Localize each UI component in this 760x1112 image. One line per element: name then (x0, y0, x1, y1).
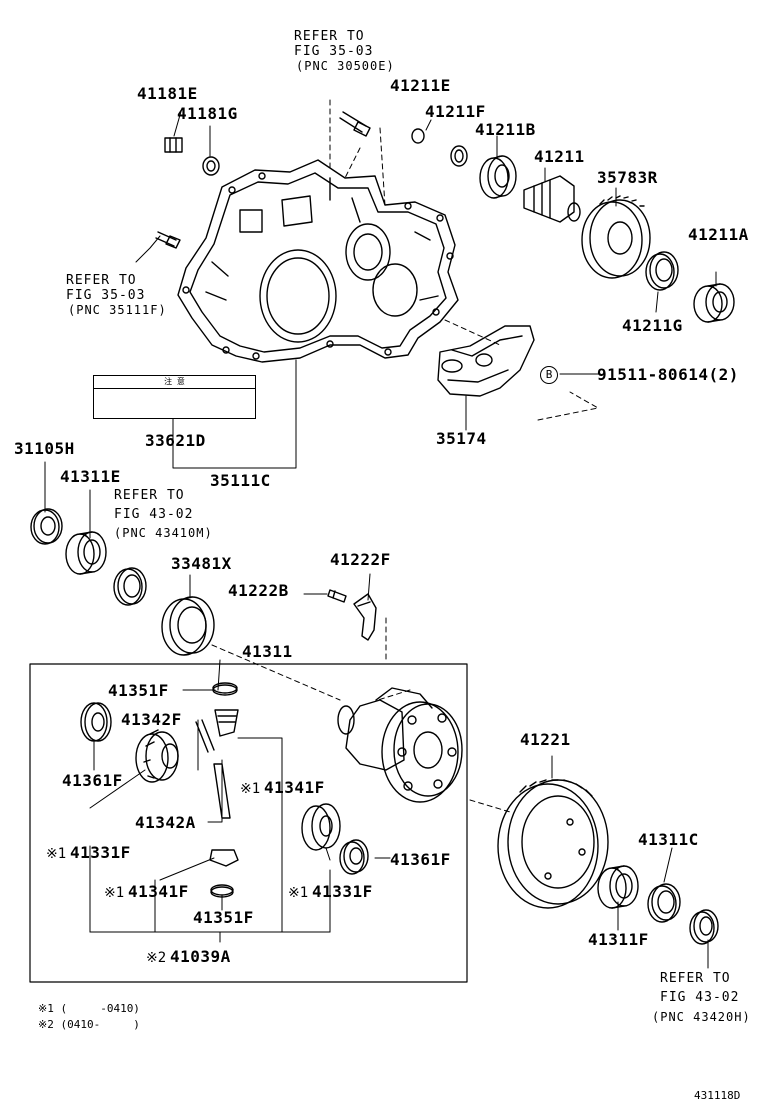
plug-41211e (411, 128, 425, 144)
label-41211e: 41211E (390, 76, 451, 95)
label-41311: 41311 (242, 642, 293, 661)
bolt-41181e (164, 137, 183, 153)
seal-41311c (647, 883, 681, 923)
washer-41181g (202, 156, 220, 176)
ref-top-line3: (PNC 30500E) (296, 59, 395, 73)
label-41222f: 41222F (330, 550, 391, 569)
ref-left-line1: REFER TO (66, 273, 137, 288)
mark-1-c: ※1 (104, 885, 125, 901)
ref-bottom-line3: (PNC 43420H) (652, 1010, 751, 1024)
label-41311f: 41311F (588, 930, 649, 949)
bearing-41211a (693, 283, 735, 323)
pinion-41341f-a (214, 709, 239, 737)
mark-b: B (540, 366, 558, 384)
bolt-left (155, 231, 181, 249)
label-41181e: 41181E (137, 84, 198, 103)
ref-mid-line1: REFER TO (114, 488, 185, 503)
label-41222b: 41222B (228, 581, 289, 600)
plate-divider (94, 388, 255, 389)
diff-case-41311 (337, 687, 463, 803)
label-41341f-a: 41341F (264, 778, 325, 797)
label-41311c: 41311C (638, 830, 699, 849)
transaxle-case-35111c (177, 159, 459, 363)
label-41181g: 41181G (177, 104, 238, 123)
race-43420h (689, 909, 719, 945)
label-41211g: 41211G (622, 316, 683, 335)
label-91511: 91511-80614(2) (597, 365, 739, 384)
bolt-41222b (327, 589, 347, 603)
side-gear-41331f-b (301, 803, 341, 851)
race-43410m (113, 567, 147, 606)
label-41342a: 41342A (135, 813, 196, 832)
label-35111c: 35111C (210, 471, 271, 490)
caution-plate-33621d: 注 意 (93, 375, 256, 419)
note-2: ※2 (0410- ) (38, 1018, 140, 1031)
mark-1-d: ※1 (288, 885, 309, 901)
label-41342f: 41342F (121, 710, 182, 729)
ref-top-line1: REFER TO (294, 29, 365, 44)
ref-left-line2: FIG 35-03 (66, 288, 146, 303)
label-41351f-b: 41351F (193, 908, 254, 927)
label-41211: 41211 (534, 147, 585, 166)
label-41331f-a: 41331F (70, 843, 131, 862)
label-41221: 41221 (520, 730, 571, 749)
label-35783r: 35783R (597, 168, 658, 187)
ref-bottom-line1: REFER TO (660, 971, 731, 986)
bearing-41311e (65, 531, 107, 575)
ref-mid-line3: (PNC 43410M) (114, 526, 213, 540)
bolt-top (339, 111, 371, 137)
ref-mid-line2: FIG 43-02 (114, 507, 194, 522)
plate-35174 (437, 325, 535, 397)
washer-41361f-a (80, 702, 112, 742)
label-41331f-b: 41331F (312, 882, 373, 901)
label-41311e: 41311E (60, 467, 121, 486)
sensor-41222f (353, 593, 377, 641)
washer-41361f-b (339, 839, 369, 875)
label-41039a: 41039A (170, 947, 231, 966)
bearing-41211b (479, 155, 517, 199)
label-41211a: 41211A (688, 225, 749, 244)
ring-gear-41221 (497, 779, 609, 909)
mark-1-b: ※1 (46, 846, 67, 862)
ref-top-line2: FIG 35-03 (294, 44, 374, 59)
seal-33481x (161, 596, 215, 656)
ref-left-line3: (PNC 35111F) (68, 303, 167, 317)
ring-41211f (450, 145, 468, 167)
label-33481x: 33481X (171, 554, 232, 573)
label-41361f-b: 41361F (390, 850, 451, 869)
label-31105h: 31105H (14, 439, 75, 458)
gear-35783r (581, 195, 651, 279)
washer-41351f-b (210, 884, 234, 898)
mark-1-a: ※1 (240, 781, 261, 797)
shaft-41211 (523, 175, 581, 223)
label-41341f-b: 41341F (128, 882, 189, 901)
seal-31105h (30, 508, 63, 545)
washer-41351f-a (212, 682, 238, 696)
note-1: ※1 ( -0410) (38, 1002, 140, 1015)
figure-id: 431118D (694, 1089, 741, 1102)
label-33621d: 33621D (145, 431, 206, 450)
plate-text: 注 意 (164, 377, 185, 386)
bearing-41311f (597, 865, 639, 909)
label-41211f: 41211F (425, 102, 486, 121)
label-41361f-a: 41361F (62, 771, 123, 790)
seal-41211g (645, 251, 679, 291)
pinion-41341f-b (209, 849, 239, 867)
label-35174: 35174 (436, 429, 487, 448)
shaft-41342a (213, 763, 231, 819)
differential-box (29, 663, 468, 983)
label-41351f-a: 41351F (108, 681, 169, 700)
mark-2: ※2 (146, 950, 167, 966)
pin-41342f (195, 719, 215, 753)
ref-bottom-line2: FIG 43-02 (660, 990, 740, 1005)
side-gear-41331f-a (135, 729, 179, 783)
label-41211b: 41211B (475, 120, 536, 139)
